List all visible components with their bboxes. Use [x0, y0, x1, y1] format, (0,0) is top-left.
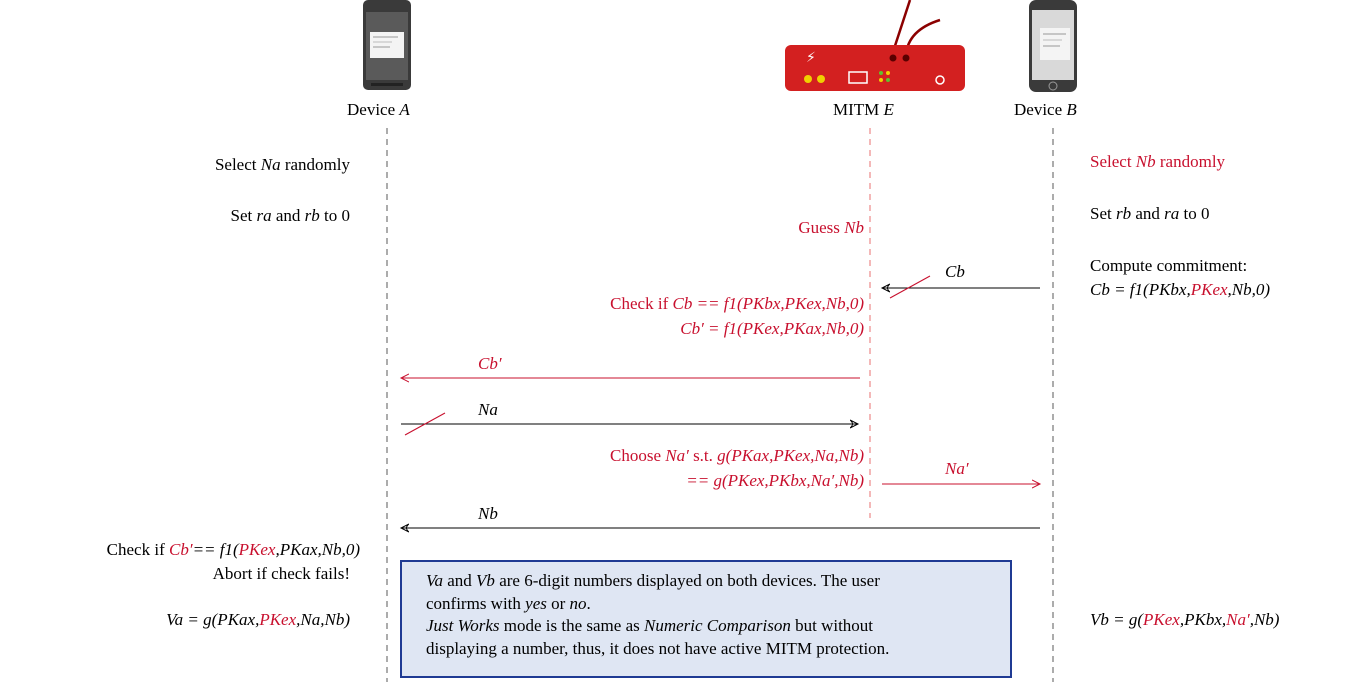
a-set-v2: rb	[304, 206, 320, 225]
b-commit-formula: Cb = f1(PKbx,PKex,Nb,0)	[1090, 280, 1270, 300]
note-numeric-comparison: Numeric Comparison	[643, 616, 791, 635]
actor-label-e: MITM E	[833, 100, 894, 120]
note-line-2: confirms with yes or no.	[426, 593, 990, 616]
note-line-1: Va and Vb are 6-digit numbers displayed …	[426, 570, 990, 593]
e-choose-formula: g(PKax,PKex,Na,Nb)	[717, 446, 864, 465]
note-line-4: displaying a number, thus, it does not h…	[426, 638, 890, 658]
e-cb-prime-formula: Cb′ = f1(PKex,PKax,Nb,0)	[680, 319, 864, 338]
note-vb: Vb	[476, 571, 495, 590]
b-commit-red: PKex	[1190, 280, 1228, 299]
b-commit-heading: Compute commitment:	[1090, 256, 1248, 275]
note-no: no	[569, 593, 587, 613]
a-va-step: Va = g(PKax,PKex,Na,Nb)	[166, 610, 350, 630]
note-yes: yes	[525, 593, 547, 613]
router-icon: ⚡	[785, 0, 965, 91]
e-choose-var: Na′	[665, 446, 689, 465]
android-phone-icon	[363, 0, 411, 90]
b-vb-post: ,Nb)	[1249, 610, 1280, 629]
b-vb-pre: Vb = g(	[1090, 610, 1144, 629]
note-l1-post: are 6-digit numbers displayed on both de…	[494, 571, 880, 590]
a-check-step: Check if Cb′== f1(PKex,PKax,Nb,0)	[107, 540, 360, 560]
a-va-pre: Va = g(PKax,	[166, 610, 260, 629]
a-set-mid: and	[271, 206, 305, 225]
a-va-red: PKex	[259, 610, 297, 629]
e-guess-var: Nb	[844, 218, 864, 237]
b-vb-mid: ,PKbx,	[1179, 610, 1227, 629]
note-va: Va	[426, 571, 443, 590]
b-vb-red1: PKex	[1143, 610, 1180, 629]
a-select-step: Select Na randomly	[215, 155, 350, 175]
a-check-post: ,PKax,Nb,0)	[275, 540, 360, 559]
actor-b-var: B	[1066, 100, 1077, 119]
a-set-step: Set ra and rb to 0	[230, 206, 350, 226]
a-select-post: randomly	[280, 155, 350, 174]
e-choose-pre: Choose	[610, 446, 666, 465]
e-guess-pre: Guess	[798, 218, 845, 237]
b-set-step: Set rb and ra to 0	[1090, 204, 1210, 224]
note-l2-pre: confirms with	[426, 593, 526, 613]
b-select-pre: Select	[1090, 152, 1136, 171]
msg-cb: Cb	[945, 262, 965, 281]
e-choose-step: Choose Na′ s.t. g(PKax,PKex,Na,Nb)	[610, 446, 864, 466]
b-set-mid: and	[1131, 204, 1165, 223]
b-select-step: Select Nb randomly	[1090, 152, 1225, 172]
b-set-pre: Set	[1090, 204, 1116, 223]
a-check-red: Cb′	[169, 540, 193, 559]
a-check-pre: Check if	[106, 540, 169, 559]
e-check-step: Check if Cb == f1(PKbx,PKex,Nb,0)	[610, 294, 864, 314]
b-commit-pre: Cb = f1(PKbx,	[1090, 280, 1191, 299]
b-set-v1: rb	[1115, 204, 1132, 223]
a-abort-step: Abort if check fails!	[212, 564, 350, 583]
a-set-pre: Set	[230, 206, 257, 225]
a-select-pre: Select	[214, 155, 261, 174]
a-select-var: Na	[260, 155, 281, 174]
e-check-pre: Check if	[610, 294, 673, 313]
e-check-formula: Cb == f1(PKbx,PKex,Nb,0)	[672, 294, 865, 313]
svg-text:⚡: ⚡	[806, 50, 816, 66]
msg-nb: Nb	[478, 504, 498, 523]
note-box: Va and Vb are 6-digit numbers displayed …	[400, 560, 1012, 678]
intercept-mark-na	[404, 412, 446, 436]
a-va-post: ,Na,Nb)	[296, 610, 350, 629]
actor-b-name: Device	[1014, 100, 1067, 119]
a-set-v1: ra	[256, 206, 272, 225]
e-choose-mid: s.t.	[688, 446, 718, 465]
note-line-3: Just Works mode is the same as Numeric C…	[426, 615, 990, 638]
b-select-var: Nb	[1135, 152, 1156, 171]
note-l3-mid: mode is the same as	[499, 616, 644, 635]
note-l3-post: but without	[790, 616, 874, 635]
msg-cb-prime: Cb′	[478, 354, 502, 373]
msg-na: Na	[478, 400, 498, 419]
actor-e-var: E	[883, 100, 894, 119]
intercept-mark-cb	[889, 275, 931, 299]
actor-a-var: A	[399, 100, 410, 119]
note-and: and	[443, 571, 477, 590]
msg-na-prime: Na′	[945, 459, 969, 478]
b-vb-step: Vb = g(PKex,PKbx,Na′,Nb)	[1090, 610, 1279, 630]
note-just-works: Just Works	[426, 616, 500, 635]
b-commit-post: ,Nb,0)	[1227, 280, 1271, 299]
a-check-red2: PKex	[238, 540, 276, 559]
b-vb-red2: Na′	[1226, 610, 1250, 629]
e-choose-condition: == g(PKex,PKbx,Na′,Nb)	[686, 471, 864, 490]
b-set-post: to 0	[1179, 204, 1210, 223]
actor-label-a: Device A	[347, 100, 410, 120]
actor-e-name: MITM	[833, 100, 884, 119]
note-l2-post: .	[586, 593, 591, 613]
a-check-mid: == f1(	[192, 540, 239, 559]
iphone-icon	[1029, 0, 1077, 92]
a-set-post: to 0	[319, 206, 350, 225]
e-guess-step: Guess Nb	[798, 218, 864, 238]
b-select-post: randomly	[1155, 152, 1226, 171]
actor-label-b: Device B	[1014, 100, 1077, 120]
actor-a-name: Device	[347, 100, 400, 119]
b-set-v2: ra	[1164, 204, 1180, 223]
note-or: or	[546, 593, 570, 613]
